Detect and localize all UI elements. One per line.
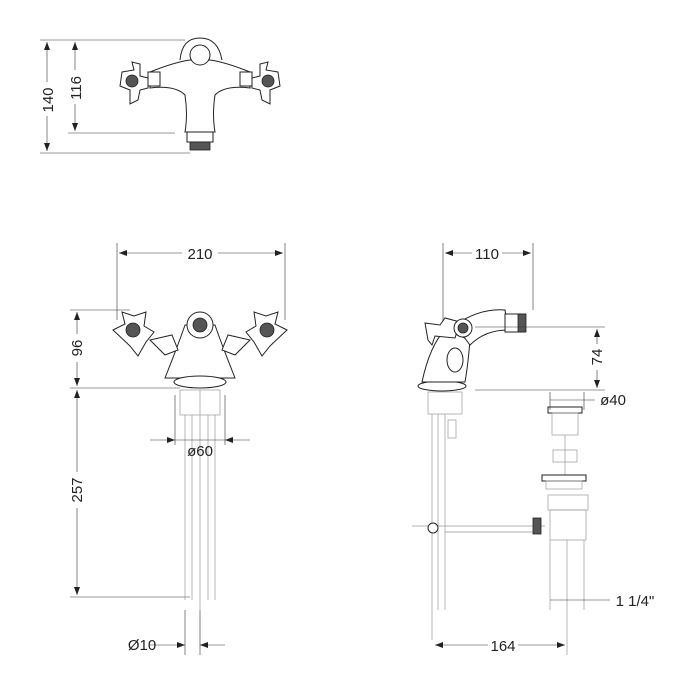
dim-label-257: 257 bbox=[69, 477, 86, 502]
dim-label-210: 210 bbox=[187, 246, 212, 263]
faucet-front-outline bbox=[112, 311, 288, 389]
faucet-side-outline bbox=[417, 309, 527, 392]
dim-label-thread: 1 1/4" bbox=[616, 593, 655, 610]
dim-label-74: 74 bbox=[589, 349, 606, 366]
dim-label-96: 96 bbox=[69, 340, 86, 357]
tail-pipes-side bbox=[412, 391, 545, 640]
dim-label-40: ø40 bbox=[600, 392, 626, 409]
top-view: 140 116 bbox=[38, 37, 281, 154]
front-view: 210 96 257 bbox=[68, 243, 288, 655]
side-view: 110 74 bbox=[412, 243, 654, 655]
dim-label-110: 110 bbox=[475, 246, 499, 263]
faucet-top-outline bbox=[119, 37, 281, 151]
dim-label-60: ø60 bbox=[187, 443, 213, 460]
dim-label-140: 140 bbox=[40, 87, 57, 112]
dim-label-10: Ø10 bbox=[128, 637, 156, 654]
dim-label-164: 164 bbox=[490, 638, 515, 655]
dim-label-116: 116 bbox=[68, 76, 85, 100]
waste-assembly bbox=[532, 406, 589, 655]
tail-pipes-front bbox=[179, 389, 221, 610]
